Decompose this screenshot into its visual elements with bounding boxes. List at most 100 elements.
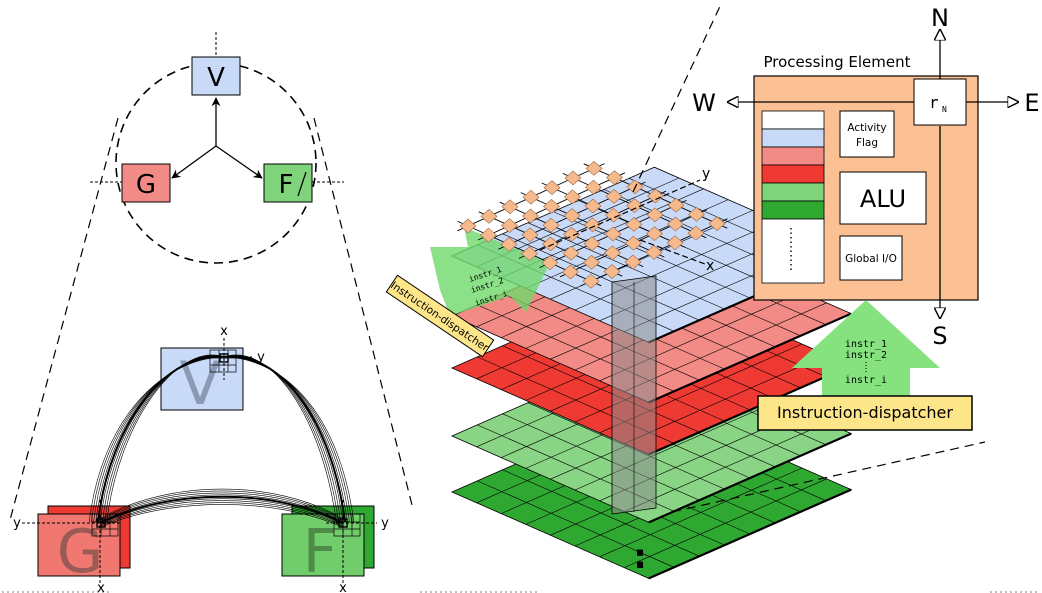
layer-grid-line [574, 220, 778, 311]
pe-cell [624, 254, 642, 270]
pe-cell [603, 264, 621, 279]
pe-cell [584, 198, 602, 214]
pe-cell [582, 273, 600, 289]
big-node-f [281, 513, 365, 577]
memory-cell [761, 200, 825, 220]
pe-cell [666, 235, 684, 251]
pe-cell [480, 227, 497, 243]
pe-zoom-line-top [632, 1, 723, 193]
activity-flag-line1: Activity [847, 122, 886, 134]
pe-memory-column [761, 110, 825, 284]
memory-cell-rest [761, 218, 825, 284]
f-slash-mark [297, 171, 307, 197]
curve-f-v [223, 355, 339, 523]
memory-cell [761, 110, 825, 130]
direction-east: E [1024, 89, 1039, 117]
node-v [191, 56, 241, 96]
pe-cell [585, 161, 603, 176]
curve-g-f [99, 500, 344, 526]
pe-cell [605, 189, 623, 204]
pe-cell [543, 199, 560, 214]
pe-cell [606, 170, 623, 185]
pe-cell [541, 255, 559, 271]
processing-element: Processing Element Activity Flag ALU Glo… [692, 4, 1039, 350]
curve-g-f [99, 502, 344, 527]
pe-cell [501, 199, 519, 215]
pe-title: Processing Element [764, 53, 911, 71]
bottom-graph-axes [22, 338, 377, 584]
pe-cell [521, 227, 539, 243]
layer-grid-line [574, 400, 778, 491]
pe-cell [542, 236, 559, 252]
dispatch-arrow-small [430, 227, 550, 316]
dispatch-arrow-big [792, 300, 940, 398]
curve-g-v [88, 356, 225, 523]
pe-cell [584, 217, 601, 233]
global-io-box [839, 235, 903, 281]
dispatcher-big-label: Instruction-dispatcher [777, 403, 953, 422]
activity-flag-line2: Flag [856, 137, 878, 149]
edge-to-f [215, 145, 263, 179]
curve-f-v [223, 354, 337, 523]
memory-cell [761, 146, 825, 166]
stack-y-label: y [702, 166, 710, 182]
pe-cell [625, 217, 643, 232]
node-g-label: G [136, 170, 156, 200]
curve-g-v [102, 355, 225, 523]
layer-grid-line [624, 478, 827, 568]
pe-cell [459, 218, 477, 234]
stack-x-axis [639, 239, 706, 265]
big-instr-1: instr_1 [845, 339, 887, 350]
curve-g-v [99, 355, 225, 523]
memory-cell [761, 164, 825, 184]
curve-g-f [99, 495, 344, 524]
pe-cell [563, 208, 581, 223]
register-label: r [929, 93, 939, 112]
curve-g-v [104, 355, 225, 523]
pe-cell [522, 208, 539, 224]
pe-cell [583, 236, 601, 251]
direction-south: S [932, 322, 947, 350]
pe-cell [645, 245, 663, 260]
alu-box [839, 171, 927, 225]
pe-cell [667, 216, 684, 232]
pe-cell [625, 235, 642, 251]
pe-cell [647, 188, 664, 204]
pe-cell [646, 226, 663, 241]
f-axis-x-label: x [339, 581, 347, 593]
curve-g-f [99, 494, 344, 523]
dispatcher-big: instr_1 instr_2 instr_i Instruction-disp… [757, 300, 973, 431]
v-axis-x-label: x [220, 324, 228, 339]
big-node-g [37, 513, 121, 577]
top-graph: V G F [90, 32, 344, 264]
pe-cell [501, 218, 518, 233]
stack-x-label: x [706, 258, 714, 274]
g-axis-y-label: y [13, 516, 21, 531]
pe-cell [522, 189, 540, 205]
register-subscript: N [942, 105, 947, 114]
pe-cell [480, 209, 498, 224]
curve-g-f [99, 492, 344, 522]
node-v-label: V [207, 63, 225, 93]
node-f [263, 163, 313, 203]
pe-cell [562, 245, 580, 261]
big-node-g-label: G [57, 517, 104, 587]
curve-g-v [106, 354, 225, 523]
pe-cell [564, 170, 582, 186]
g-axis-x-label: x [97, 581, 105, 593]
pe-zoom-line-bottom [671, 441, 986, 513]
node-f-label: F [279, 170, 294, 200]
zoom-line-right [313, 117, 413, 506]
dispatcher-small-box [385, 274, 495, 358]
pe-cell [542, 217, 560, 233]
pe-cell [585, 179, 602, 195]
layer-grid-line [599, 467, 803, 558]
alu-label: ALU [860, 185, 906, 213]
big-instr-2: instr_2 [845, 350, 887, 361]
direction-west: W [692, 89, 716, 117]
pe-cell [667, 197, 685, 213]
activity-flag-box [839, 110, 895, 158]
curve-f-v [223, 355, 344, 523]
layer-grid-line [624, 302, 827, 392]
big-instr-i: instr_i [845, 375, 887, 386]
